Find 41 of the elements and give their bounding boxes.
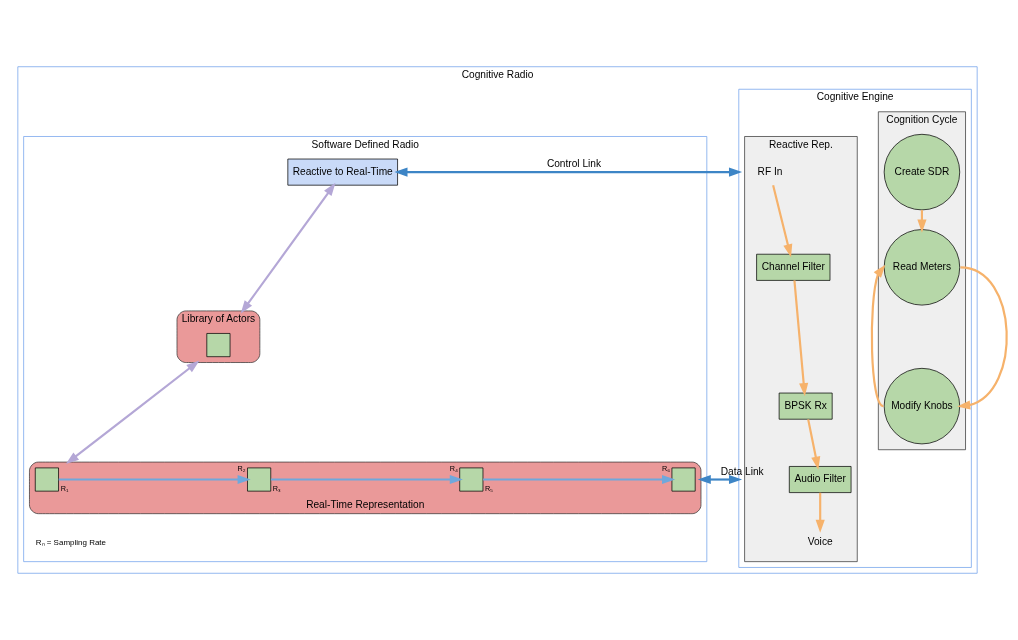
node-box: Audio Filter [788, 466, 851, 493]
arrow [58, 474, 251, 485]
node-label: Real-Time Representation [305, 499, 424, 511]
arrow [916, 210, 927, 233]
node-circle: Read Meters [883, 229, 960, 306]
edge-label: Data Link [720, 465, 764, 477]
label: R₆ [661, 464, 670, 474]
arrow [956, 266, 1008, 410]
label: R₅ [484, 484, 493, 494]
arrow [815, 492, 825, 533]
node-box: Channel Filter [755, 253, 830, 281]
cluster [28, 461, 701, 515]
arrow [806, 419, 820, 470]
node-box [458, 467, 483, 492]
arrow [482, 474, 675, 485]
arrow [792, 280, 808, 397]
node-text: Voice [807, 536, 833, 548]
node-text: RF In [757, 165, 782, 177]
node-box [671, 467, 696, 492]
node-box: Reactive to Real-Time [286, 158, 398, 186]
arrow [771, 185, 792, 258]
label: R₃ [272, 484, 281, 494]
arrow [240, 182, 335, 314]
node-box [34, 467, 59, 492]
arrow [270, 474, 463, 485]
label: R₄ [449, 464, 458, 474]
label: R₂ [237, 464, 246, 474]
node-circle: Create SDR [883, 133, 960, 211]
arrow [65, 360, 199, 465]
cluster [176, 310, 260, 363]
arrow [870, 264, 885, 408]
node-circle: Modify Knobs [883, 367, 960, 445]
node-box: BPSK Rx [778, 392, 833, 420]
label: R₁ [60, 484, 68, 494]
arrow [697, 474, 742, 485]
edge-label: Control Link [546, 158, 601, 170]
node-label: Library of Actors [181, 312, 255, 324]
arrow [393, 167, 742, 177]
label: Rₙ = Sampling Rate [35, 537, 106, 547]
node-box [205, 333, 230, 358]
node-box [246, 467, 271, 492]
